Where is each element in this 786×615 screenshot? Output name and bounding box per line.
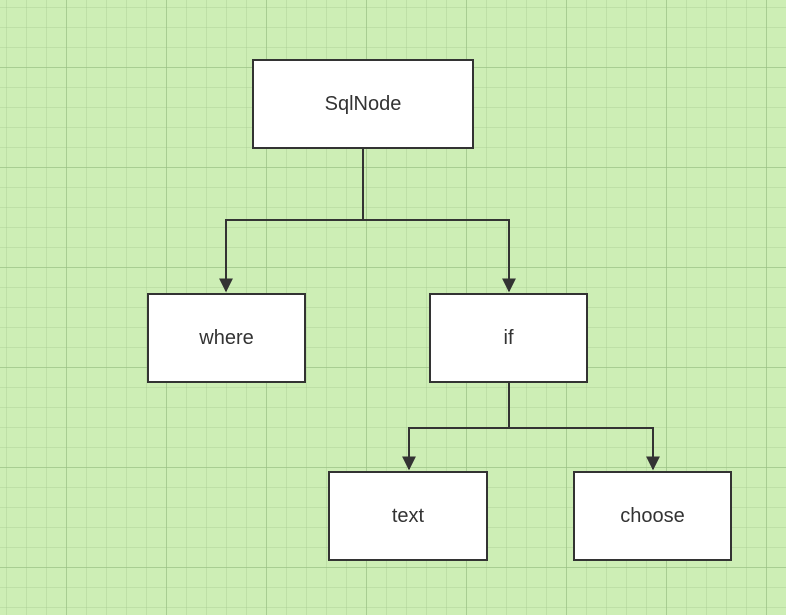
node-if-label: if xyxy=(503,326,514,349)
node-where[interactable]: where xyxy=(147,293,306,383)
edge-sqlnode-to-if xyxy=(363,219,516,293)
node-sqlnode-label: SqlNode xyxy=(324,92,402,115)
edge-if-to-choose xyxy=(509,427,660,471)
node-text-label: text xyxy=(391,504,425,527)
node-where-label: where xyxy=(199,326,254,349)
node-if[interactable]: if xyxy=(429,293,588,383)
node-text[interactable]: text xyxy=(328,471,488,561)
node-choose-label: choose xyxy=(620,504,685,527)
node-choose[interactable]: choose xyxy=(573,471,732,561)
edge-sqlnode-to-where xyxy=(219,149,364,293)
edge-if-to-text xyxy=(402,383,510,471)
node-sqlnode[interactable]: SqlNode xyxy=(252,59,474,149)
